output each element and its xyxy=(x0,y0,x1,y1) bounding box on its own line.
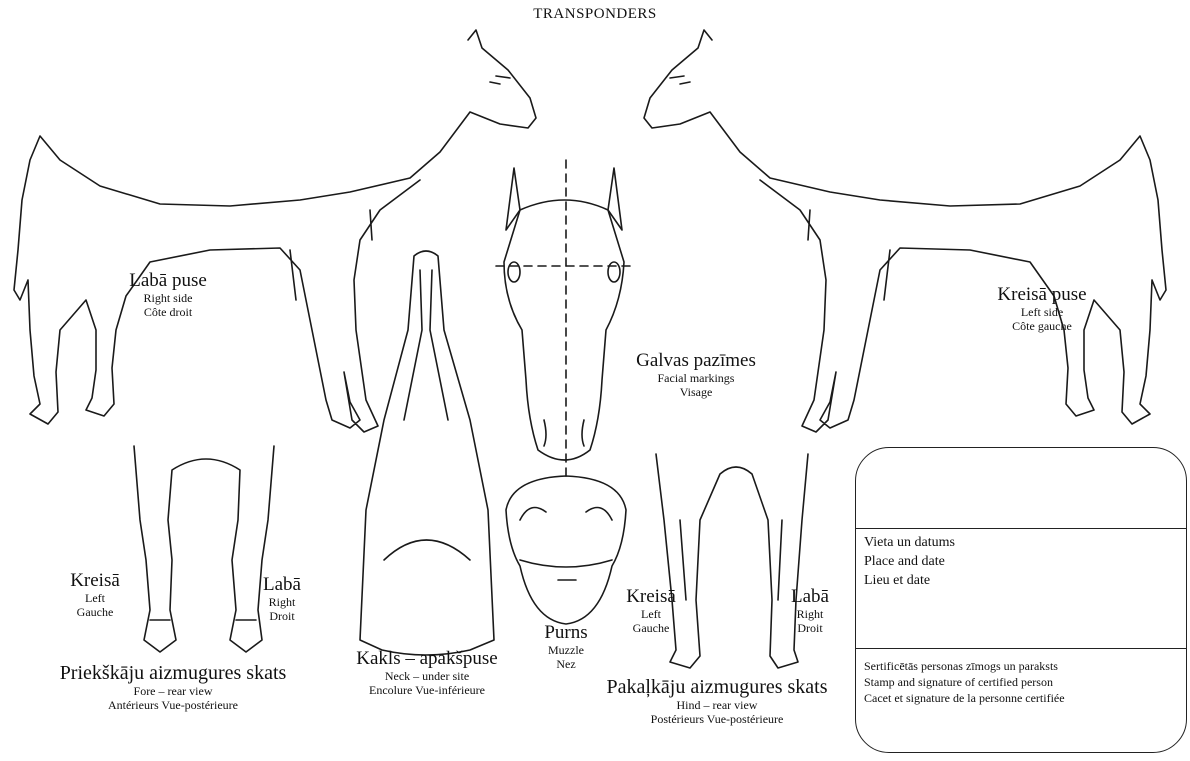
fore-fr: Antérieurs Vue-postérieure xyxy=(28,699,318,713)
place-lv: Vieta un datums xyxy=(864,534,955,553)
right-side-lv: Labā puse xyxy=(108,270,228,292)
page-title: TRANSPONDERS xyxy=(0,6,1190,23)
stamp-en: Stamp and signature of certified person xyxy=(864,674,1065,690)
face-lv: Galvas pazīmes xyxy=(626,350,766,372)
hind-left-lv: Kreisā xyxy=(616,586,686,608)
place-date-field[interactable]: Vieta un datums Place and date Lieu et d… xyxy=(864,534,955,591)
face-fr: Visage xyxy=(626,386,766,400)
hind-left-fr: Gauche xyxy=(616,622,686,636)
neck-lv: Kakls – apakšpuse xyxy=(332,648,522,670)
fore-right-en: Right xyxy=(254,596,310,610)
hind-right-en: Right xyxy=(780,608,840,622)
left-side-label: Kreisā puse Left side Côte gauche xyxy=(972,284,1112,333)
hind-right-label: Labā Right Droit xyxy=(780,586,840,635)
fore-left-en: Left xyxy=(60,592,130,606)
muzzle-label: Purns Muzzle Nez xyxy=(526,622,606,671)
fore-right-fr: Droit xyxy=(254,610,310,624)
face-label: Galvas pazīmes Facial markings Visage xyxy=(626,350,766,399)
muzzle-fr: Nez xyxy=(526,658,606,672)
fore-left-fr: Gauche xyxy=(60,606,130,620)
certification-box: Vieta un datums Place and date Lieu et d… xyxy=(855,447,1187,753)
neck-underside-outline xyxy=(360,251,494,655)
muzzle-outline xyxy=(506,476,626,624)
stamp-lv: Sertificētās personas zīmogs un paraksts xyxy=(864,658,1065,674)
box-divider-top xyxy=(856,528,1186,529)
hind-right-fr: Droit xyxy=(780,622,840,636)
stamp-signature-field[interactable]: Sertificētās personas zīmogs un paraksts… xyxy=(864,658,1065,707)
right-side-label: Labā puse Right side Côte droit xyxy=(108,270,228,319)
hind-left-label: Kreisā Left Gauche xyxy=(616,586,686,635)
neck-en: Neck – under site xyxy=(332,670,522,684)
fore-lv: Priekškāju aizmugures skats xyxy=(28,662,318,685)
hind-right-lv: Labā xyxy=(780,586,840,608)
hind-fr: Postérieurs Vue-postérieure xyxy=(592,713,842,727)
fore-caption: Priekškāju aizmugures skats Fore – rear … xyxy=(28,662,318,713)
neck-fr: Encolure Vue-inférieure xyxy=(332,684,522,698)
right-side-fr: Côte droit xyxy=(108,306,228,320)
place-en: Place and date xyxy=(864,553,955,572)
muzzle-lv: Purns xyxy=(526,622,606,644)
left-side-fr: Côte gauche xyxy=(972,320,1112,334)
fore-legs-outline xyxy=(134,446,274,652)
left-side-en: Left side xyxy=(972,306,1112,320)
muzzle-en: Muzzle xyxy=(526,644,606,658)
hind-lv: Pakaļkāju aizmugures skats xyxy=(592,676,842,699)
fore-en: Fore – rear view xyxy=(28,685,318,699)
fore-right-lv: Labā xyxy=(254,574,310,596)
neck-label: Kakls – apakšpuse Neck – under site Enco… xyxy=(332,648,522,697)
hind-left-en: Left xyxy=(616,608,686,622)
horse-right-side-outline xyxy=(14,30,536,432)
box-divider-bottom xyxy=(856,648,1186,649)
place-fr: Lieu et date xyxy=(864,572,955,591)
horse-head-front-outline xyxy=(496,160,634,476)
hind-en: Hind – rear view xyxy=(592,699,842,713)
fore-left-label: Kreisā Left Gauche xyxy=(60,570,130,619)
fore-left-lv: Kreisā xyxy=(60,570,130,592)
left-side-lv: Kreisā puse xyxy=(972,284,1112,306)
hind-caption: Pakaļkāju aizmugures skats Hind – rear v… xyxy=(592,676,842,727)
stamp-fr: Cacet et signature de la personne certif… xyxy=(864,690,1065,706)
fore-right-label: Labā Right Droit xyxy=(254,574,310,623)
hind-legs-outline xyxy=(656,454,808,668)
right-side-en: Right side xyxy=(108,292,228,306)
face-en: Facial markings xyxy=(626,372,766,386)
